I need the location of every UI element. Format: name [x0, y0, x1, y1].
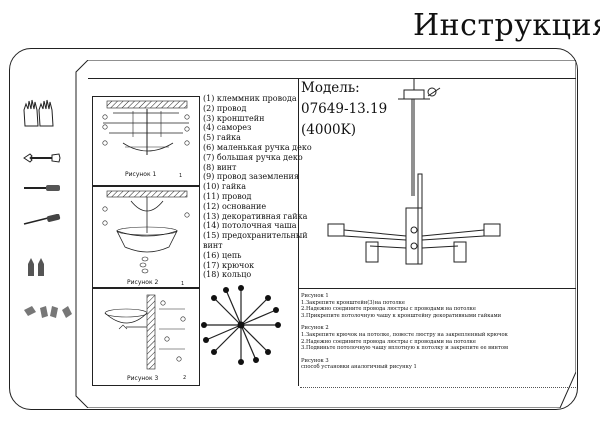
step-fig1-line: 1.Закрепите кронштейн(3)на потолке	[301, 299, 405, 306]
part-item: (15) предохранительный	[203, 231, 308, 241]
step-fig1-line: 3.Прикрепите потолочную чашу к кронштейн…	[301, 312, 502, 319]
gloves-icon	[23, 99, 54, 127]
part-item: (2) провод	[203, 103, 247, 113]
part-item: (7) большая ручка деко	[203, 152, 303, 162]
part-item: (14) потолочная чаша	[203, 221, 297, 231]
figure-1-panel: Рисунок 1 1	[92, 96, 200, 186]
voltage-tester-icon	[23, 214, 61, 225]
model-number: 07649-13.19	[301, 101, 388, 117]
tools-column	[22, 88, 80, 368]
part-item: (6) маленькая ручка деко	[203, 142, 312, 152]
figure-3-panel: Рисунок 3 2	[92, 288, 200, 386]
model-info: Модель: 07649-13.19 (4000K)	[301, 78, 387, 141]
step-fig2-line: 3.Подвиньте потолочную чашу вплотную к п…	[301, 345, 509, 352]
step-fig1-line: 2.Надежно соедините провода люстры с про…	[301, 306, 476, 313]
part-item: (1) клеммник провода	[203, 94, 297, 103]
step-fig2-title: Рисунок 2	[301, 325, 329, 332]
figure-1-number: 1	[179, 173, 183, 179]
step-fig1-title: Рисунок 1	[301, 293, 329, 299]
figure-3-diagram	[104, 294, 186, 370]
dotted-separator	[300, 387, 576, 389]
wrench-icon	[23, 153, 61, 163]
part-item: (18) кольцо	[203, 270, 252, 280]
anchor-bolts-icon	[28, 258, 44, 276]
page-title: Инструкция	[413, 8, 600, 43]
step-fig3-title: Рисунок 3	[301, 357, 329, 364]
part-item: (3) кронштейн	[203, 113, 265, 123]
parts-list: (1) клеммник провода(2) провод(3) кроншт…	[203, 94, 312, 280]
part-item: (5) гайка	[203, 133, 241, 143]
screws-icon	[24, 306, 72, 318]
part-item: (4) саморез	[203, 123, 252, 133]
screwdriver-icon	[24, 185, 60, 191]
part-item: (8) винт	[203, 162, 237, 172]
part-item: (17) крючок	[203, 260, 255, 270]
figure-1-diagram	[102, 100, 190, 155]
installation-steps: Рисунок 1 1.Закрепите кронштейн(3)на пот…	[301, 293, 577, 371]
part-item: (11) провод	[203, 191, 252, 201]
part-item: (16) цепь	[203, 250, 242, 260]
color-temperature: (4000K)	[301, 122, 356, 138]
figure-3-label: Рисунок 3	[127, 375, 159, 382]
figure-2-diagram	[102, 190, 190, 274]
figure-2-number: 1	[181, 281, 185, 287]
part-item: винт	[203, 240, 223, 250]
step-fig3-line: способ установки аналогичный рисунку 1	[301, 364, 417, 371]
part-item: (13) декоративная гайка	[203, 211, 308, 221]
step-fig2-line: 2.Надежно соедините провода люстры с про…	[301, 338, 476, 345]
part-item: (9) провод заземления	[203, 172, 299, 182]
part-item: (12) основание	[203, 201, 267, 211]
steps-divider	[298, 288, 576, 289]
step-fig2-line: 1.Закрепите крючок на потолке, повесте л…	[301, 331, 508, 338]
chandelier-sketch	[201, 285, 281, 365]
figure-2-label: Рисунок 2	[127, 279, 159, 286]
figure-3-number: 2	[183, 375, 187, 381]
figure-1-label: Рисунок 1	[125, 171, 157, 178]
part-item: (10) гайка	[203, 182, 247, 192]
model-label: Модель:	[301, 80, 360, 96]
figure-2-panel: Рисунок 2 1	[92, 186, 200, 288]
header-divider	[88, 78, 576, 79]
chandelier-drawing	[327, 78, 501, 265]
column-divider	[298, 78, 299, 386]
instruction-frame	[9, 48, 578, 410]
